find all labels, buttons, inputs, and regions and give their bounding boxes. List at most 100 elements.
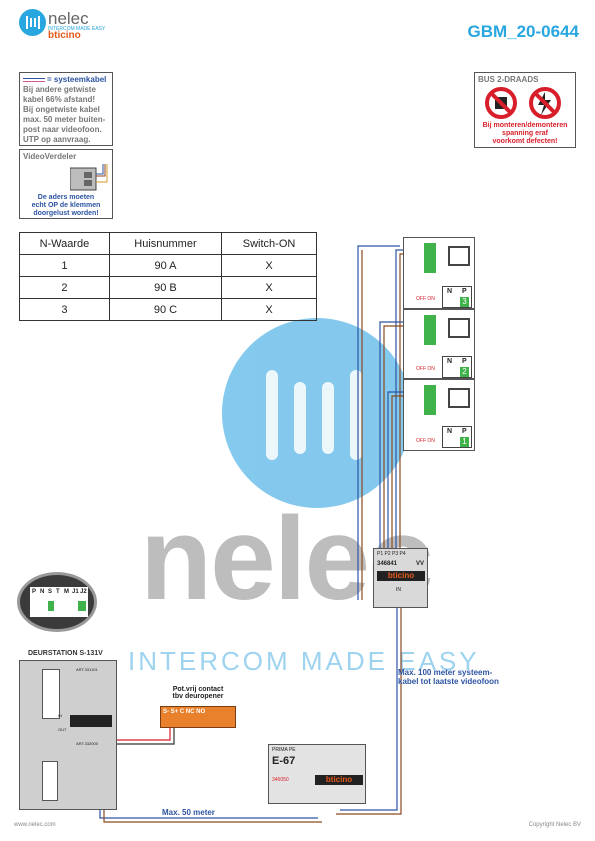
door-module-bottom: ART.332000 — [76, 741, 98, 746]
nelec-logo-icon — [19, 9, 46, 36]
dip-label: N — [40, 589, 45, 595]
power-model: E-67 — [272, 755, 296, 767]
distributor-terminal-icon — [70, 164, 108, 191]
n-value-table: N-Waarde Huisnummer Switch-ON 1 90 A X 2… — [19, 232, 317, 321]
brand-name: nelec — [48, 9, 89, 28]
monitor-icon — [448, 388, 470, 408]
door-in-label: IN — [58, 713, 62, 718]
cable-legend-line: UTP op aanvraag. — [23, 135, 91, 144]
door-terminal-strip — [70, 715, 112, 727]
table-cell: 90 C — [108, 298, 223, 321]
cable-legend-line: post naar videofoon. — [23, 125, 102, 134]
power-brand-top: PRIMA PE — [272, 747, 296, 753]
contact-terminals: S- S+ C NC NO — [163, 709, 206, 715]
n-value: 1 — [460, 437, 469, 447]
p-label: P — [462, 428, 467, 435]
max-100-line: Max. 100 meter systeem- — [398, 668, 493, 677]
dip-label: S — [48, 589, 53, 595]
table-cell: 90 B — [108, 276, 223, 299]
table-row: 3 90 C X — [19, 298, 317, 321]
cable-legend-title: = systeemkabel — [47, 75, 107, 84]
np-switch: N P 1 — [442, 426, 472, 448]
door-module-camera — [42, 669, 60, 719]
distributor-vv: VV — [416, 561, 425, 567]
dip-switch-detail: P N S T M J1 J2 — [17, 572, 97, 632]
door-out-label: OUT — [58, 727, 67, 732]
distributor-note-title: VideoVerdeler — [23, 152, 77, 161]
max-50-label: Max. 50 meter — [162, 808, 215, 817]
no-plug-warning-icon — [485, 87, 561, 119]
np-switch: N P 2 — [442, 356, 472, 378]
distributor-brand: bticino — [377, 571, 425, 581]
distributor-in: IN — [396, 587, 401, 593]
door-station-unit: ART.331101 ART.332000 IN OUT — [19, 660, 117, 810]
watermark-subtext: INTERCOM MADE EASY — [128, 646, 480, 676]
distributor-note: VideoVerdeler De aders moeten echt OP de… — [19, 149, 113, 219]
dip-label: J1 — [72, 589, 79, 595]
off-on-label: OFF ON — [416, 366, 435, 372]
footer-website[interactable]: www.nelec.com — [14, 822, 56, 828]
videophone-unit: OFF ON N P 3 — [403, 237, 475, 309]
footer-copyright: Copyright Nelec BV — [528, 822, 581, 828]
dip-label: M — [64, 589, 69, 595]
table-row: 2 90 B X — [19, 276, 317, 299]
bus-warning-title: BUS 2-DRAADS — [478, 75, 539, 84]
dip-label: T — [56, 589, 60, 595]
np-switch: N P 3 — [442, 286, 472, 308]
video-distributor-unit: P1 P2 P3 P4 346841 VV bticino IN — [373, 548, 428, 608]
contact-terminal-block: S- S+ C NC NO — [160, 706, 236, 728]
n-label: N — [447, 358, 453, 365]
cable-legend-note: = systeemkabel Bij andere getwiste kabel… — [19, 72, 113, 146]
door-module-top: ART.331101 — [76, 667, 98, 672]
dip-switch-block: P N S T M J1 J2 — [30, 587, 88, 617]
videophone-unit: OFF ON N P 1 — [403, 379, 475, 451]
table-header: Switch-ON — [221, 232, 317, 255]
bus-warning-line: Bij monteren/demonteren — [482, 122, 568, 129]
contact-title: Pot.vrij contact tbv deuropener — [150, 686, 246, 700]
terminal-block — [424, 315, 436, 345]
power-supply-unit: PRIMA PE E-67 346050 bticino — [268, 744, 366, 804]
table-row: 1 90 A X — [19, 254, 317, 277]
watermark-logo-icon — [266, 370, 362, 460]
cable-legend-icon — [23, 78, 45, 82]
monitor-icon — [448, 246, 470, 266]
monitor-icon — [448, 318, 470, 338]
dip-label: P — [32, 589, 37, 595]
cable-legend-line: kabel 66% afstand! — [23, 95, 96, 104]
off-on-label: OFF ON — [416, 296, 435, 302]
contact-subtitle-line: tbv deuropener — [172, 693, 224, 700]
dip-indicator — [78, 601, 86, 611]
document-code: GBM_20-0644 — [467, 22, 579, 41]
terminal-block — [424, 385, 436, 415]
contact-title-line: Pot.vrij contact — [172, 686, 224, 693]
door-module-bottom-block — [42, 761, 58, 801]
p-label: P — [462, 288, 467, 295]
max-100-line: kabel tot laatste videofoon — [398, 677, 499, 686]
dip-label: J2 — [80, 589, 87, 595]
cable-legend-line: Bij andere getwiste — [23, 85, 96, 94]
cable-legend-line: Bij ongetwiste kabel — [23, 105, 100, 114]
distributor-note-line: echt OP de klemmen — [31, 202, 101, 209]
power-article: 346050 — [272, 777, 289, 783]
cable-legend-line: max. 50 meter buiten- — [23, 115, 106, 124]
bus-warning-line: spanning eraf — [502, 130, 548, 137]
off-on-label: OFF ON — [416, 438, 435, 444]
table-cell: X — [221, 298, 317, 321]
sub-brand: bticino — [48, 30, 81, 41]
bus-warning-line: voorkomt defecten! — [492, 138, 558, 145]
n-value: 2 — [460, 367, 469, 377]
distributor-ports: P1 P2 P3 P4 — [377, 551, 406, 557]
n-label: N — [447, 288, 453, 295]
p-label: P — [462, 358, 467, 365]
terminal-block — [424, 243, 436, 273]
max-100-label: Max. 100 meter systeem- kabel tot laatst… — [398, 668, 499, 686]
door-station-title: DEURSTATION S-131V — [28, 650, 103, 657]
videophone-unit: OFF ON N P 2 — [403, 309, 475, 379]
table-header-row: N-Waarde Huisnummer Switch-ON — [19, 232, 317, 255]
bus-warning-note: BUS 2-DRAADS Bij monteren/demonteren spa… — [474, 72, 576, 148]
power-brand: bticino — [315, 775, 363, 785]
distributor-note-line: doorgelust worden! — [33, 210, 99, 217]
distributor-model: 346841 — [377, 561, 398, 567]
brand-tagline: INTERCOM MADE EASY — [48, 26, 106, 32]
n-value: 3 — [460, 297, 469, 307]
